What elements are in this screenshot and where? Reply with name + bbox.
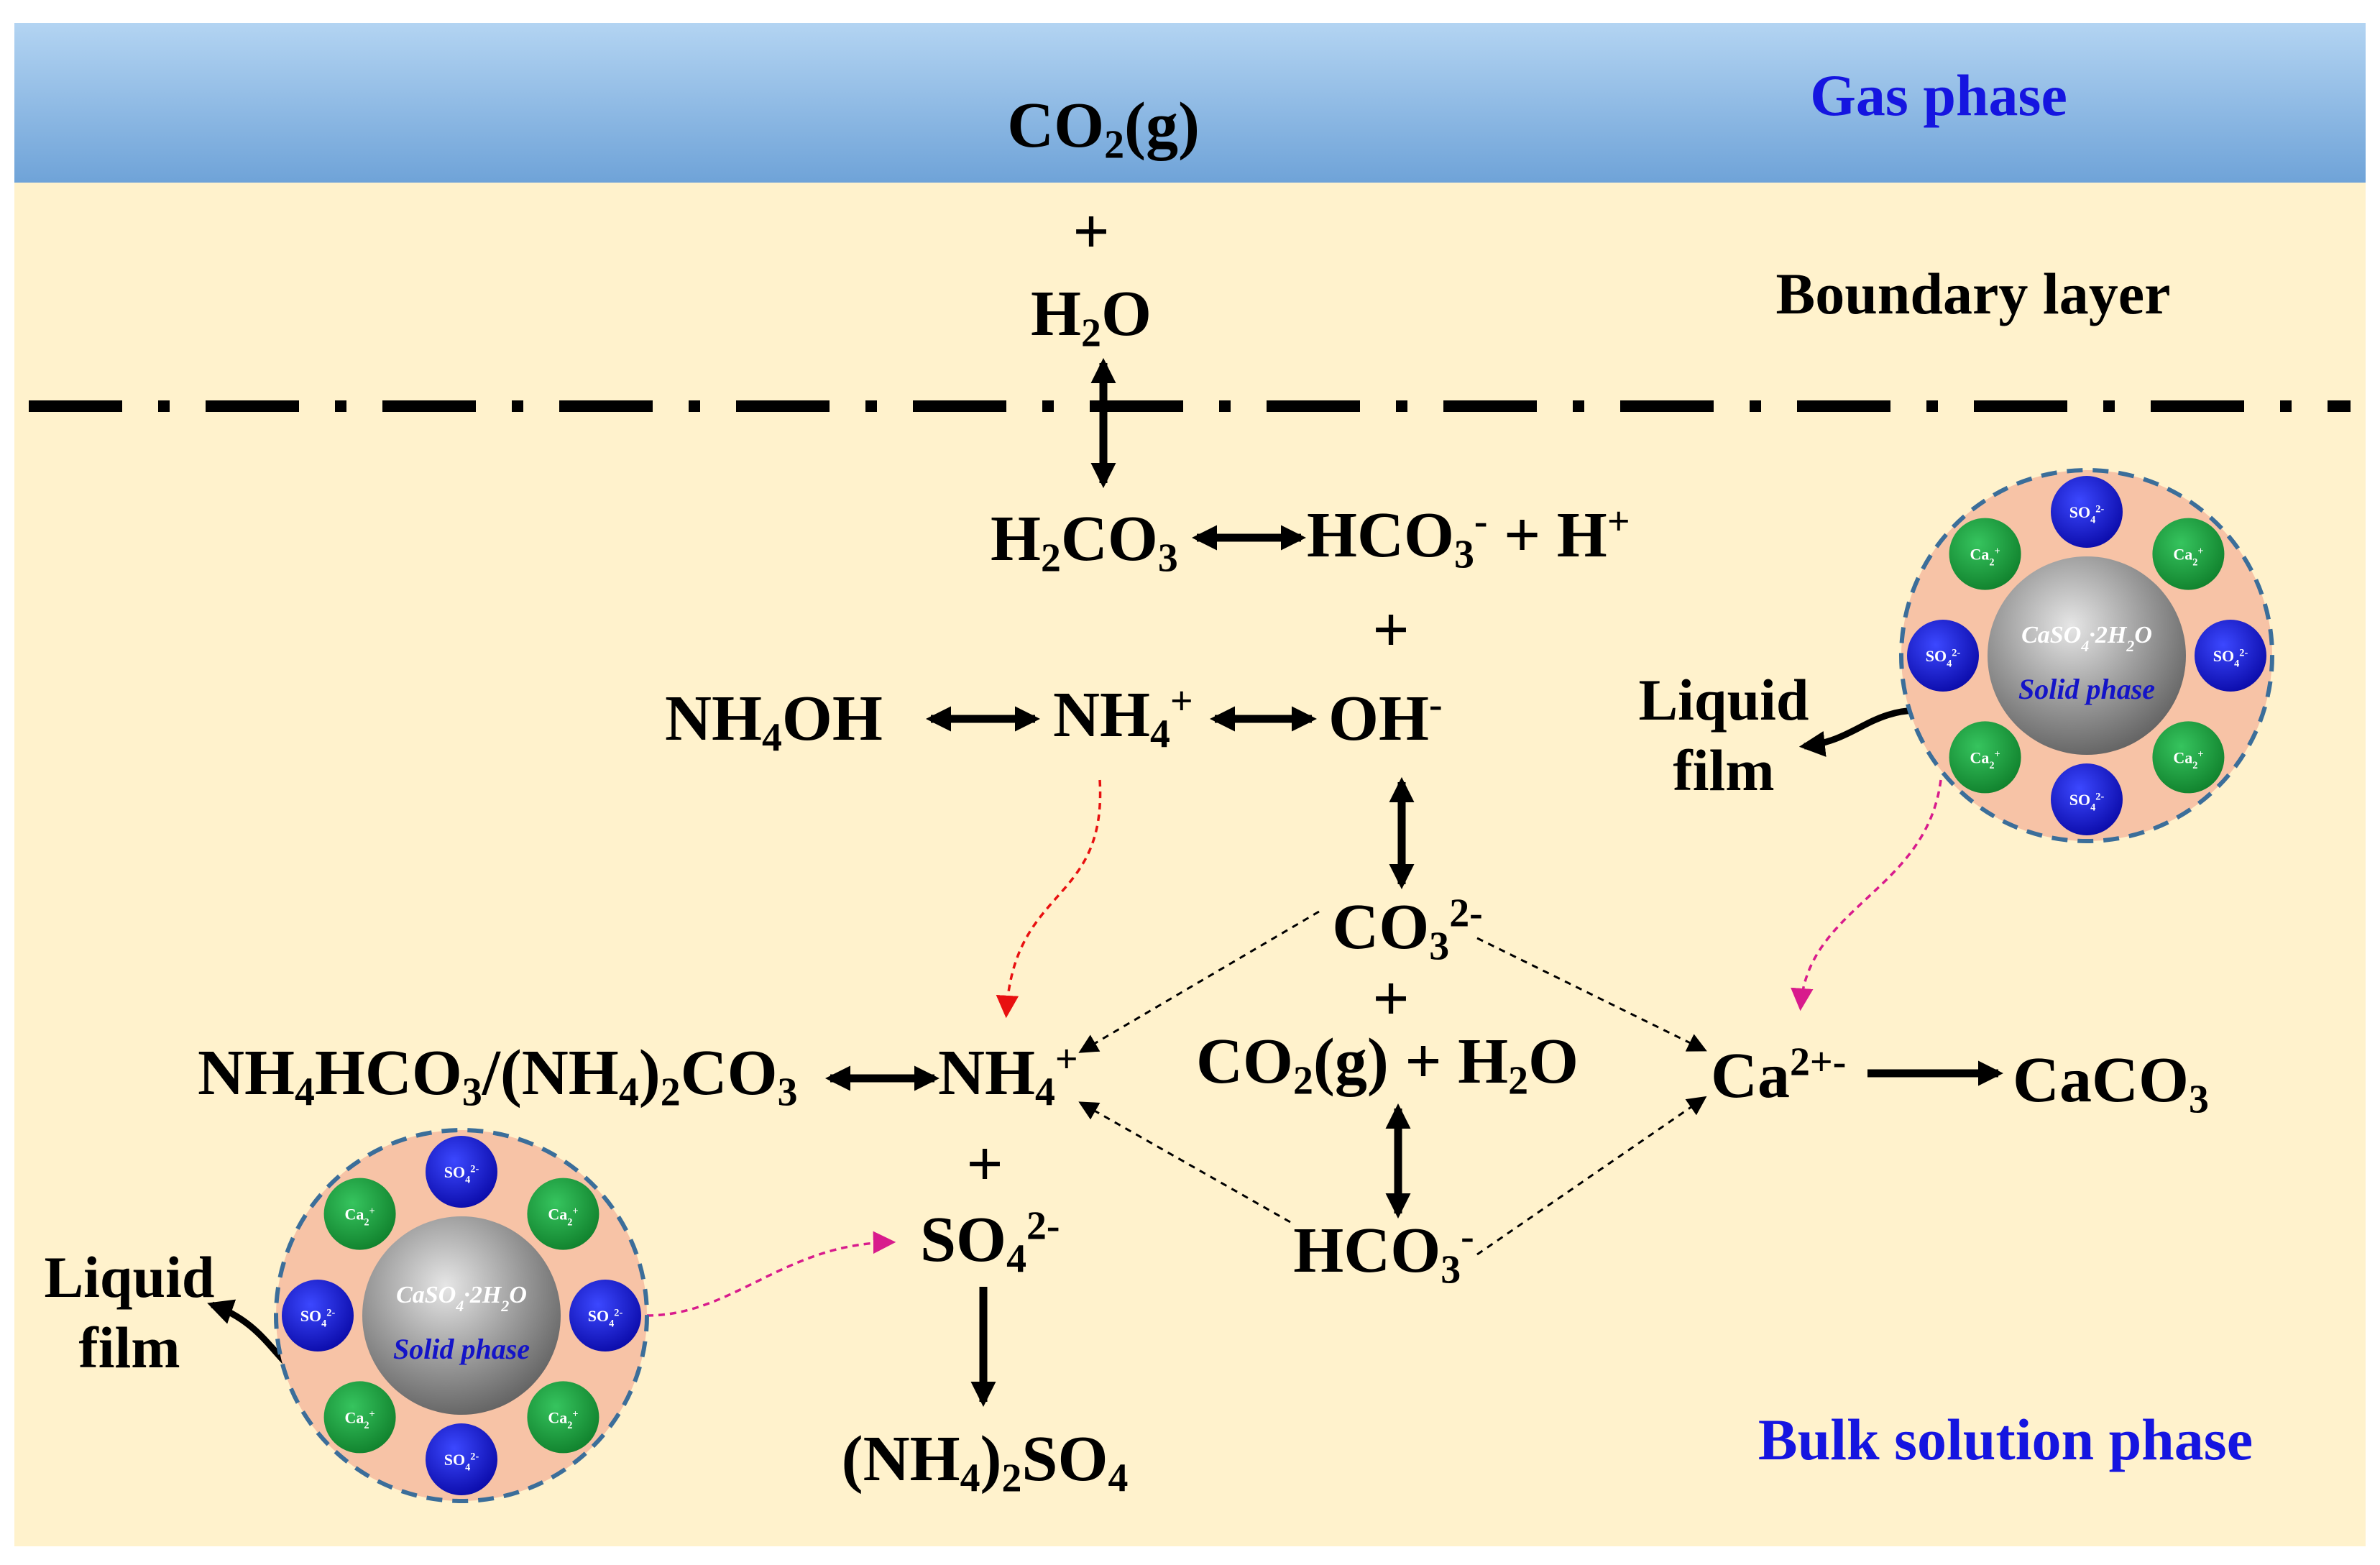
- arrow-hco3-ca: [1476, 1096, 1707, 1256]
- solid-core: [362, 1216, 561, 1415]
- sulfate-ion: SO42-: [426, 1423, 497, 1495]
- solid-core: [1988, 556, 2186, 755]
- ion-label: SO42-: [300, 1307, 336, 1330]
- liquid-film-label-left-line2: film: [78, 1315, 180, 1381]
- species-caco3: CaCO3: [2013, 1045, 2209, 1122]
- core-label: Solid phase: [2018, 673, 2155, 705]
- calcium-ion: Ca2+: [1949, 518, 2021, 590]
- species-h2co3: H2CO3: [991, 503, 1178, 581]
- calcium-ion: Ca2+: [1949, 721, 2021, 794]
- arrow-hco3-nh4: [1078, 1101, 1291, 1224]
- ion-label: Ca2+: [548, 1408, 578, 1431]
- gas-phase-band: [14, 23, 2366, 183]
- ion-label: SO42-: [1926, 647, 1961, 670]
- species-oh: OH-: [1328, 682, 1443, 754]
- calcium-ion: Ca2+: [2152, 518, 2225, 590]
- calcium-ion: Ca2+: [323, 1381, 396, 1454]
- ion-label: SO42-: [2213, 647, 2248, 670]
- liquid-film-label-left: Liquid film: [44, 1242, 214, 1384]
- sulfate-ion: SO42-: [1907, 620, 1979, 692]
- ion-label: SO42-: [2069, 503, 2105, 526]
- calcium-ion-bead: [1949, 721, 2021, 794]
- species-nh4-mid: NH4+: [938, 1037, 1078, 1115]
- calcium-ion: Ca2+: [323, 1178, 396, 1250]
- species-hco3-bottom: HCO3-: [1293, 1214, 1474, 1293]
- plus-so4: +: [966, 1129, 1003, 1200]
- calcium-ion: Ca2+: [527, 1381, 599, 1454]
- calcium-ion: Ca2+: [2152, 721, 2225, 794]
- plus-top: +: [1072, 196, 1110, 267]
- species-nh4-top: NH4+: [1053, 679, 1193, 757]
- plus-co3: +: [1372, 963, 1410, 1034]
- calcium-ion: Ca2+: [527, 1178, 599, 1250]
- calcium-ion-bead: [323, 1178, 396, 1250]
- species-hco3-h: HCO3- + H+: [1307, 499, 1630, 577]
- ion-label: Ca2+: [1970, 546, 2000, 569]
- species-co3: CO32-: [1332, 891, 1483, 969]
- ion-label: Ca2+: [1970, 748, 2000, 771]
- ion-label: Ca2+: [344, 1408, 375, 1431]
- core-formula: CaSO4·2H2O: [2021, 622, 2152, 655]
- arrow-co3-nh4: [1078, 910, 1320, 1053]
- sulfate-ion: SO42-: [569, 1280, 641, 1351]
- sulfate-ion-bead: [1907, 620, 1979, 692]
- sulfate-ion-bead: [426, 1136, 497, 1208]
- core-formula: CaSO4·2H2O: [396, 1282, 527, 1315]
- species-co2g-h2o: CO2(g) + H2O: [1195, 1026, 1579, 1103]
- sulfate-ion: SO42-: [2195, 620, 2266, 692]
- calcium-ion-bead: [2152, 518, 2225, 590]
- calcium-ion-bead: [527, 1381, 599, 1454]
- sulfate-ion-bead: [2195, 620, 2266, 692]
- sulfate-ion-bead: [2051, 476, 2123, 548]
- bulk-phase-label: Bulk solution phase: [1758, 1407, 2253, 1472]
- ion-label: SO42-: [588, 1307, 623, 1330]
- plus-mid: +: [1372, 595, 1410, 666]
- calcium-ion-bead: [2152, 721, 2225, 794]
- ion-label: SO42-: [444, 1451, 479, 1474]
- gas-phase-label: Gas phase: [1810, 63, 2067, 128]
- liquid-film-label-right: Liquid film: [1638, 665, 1809, 807]
- ion-label: Ca2+: [2173, 748, 2203, 771]
- calcium-ion-bead: [1949, 518, 2021, 590]
- species-nh4oh: NH4OH: [665, 683, 883, 761]
- liquid-film-label-right-line2: film: [1673, 738, 1775, 804]
- sulfate-ion: SO42-: [2051, 476, 2123, 548]
- species-nh4-2so4: (NH4)2SO4: [841, 1423, 1129, 1501]
- species-h2o: H2O: [1031, 278, 1152, 356]
- boundary-layer-label: Boundary layer: [1775, 261, 2171, 326]
- species-co2-gas: CO2(g): [1007, 90, 1200, 167]
- sulfate-ion-bead: [282, 1280, 354, 1351]
- species-nh4hco3: NH4HCO3/(NH4)2CO3: [198, 1037, 798, 1115]
- sulfate-ion: SO42-: [2051, 763, 2123, 835]
- species-ca: Ca2+-: [1711, 1039, 1847, 1111]
- calcium-ion-bead: [527, 1178, 599, 1250]
- sulfate-ion-bead: [426, 1423, 497, 1495]
- sulfate-ion: SO42-: [282, 1280, 354, 1351]
- calcium-ion-bead: [323, 1381, 396, 1454]
- ion-label: SO42-: [2069, 791, 2105, 814]
- species-so4: SO42-: [920, 1203, 1060, 1282]
- ion-label: Ca2+: [344, 1206, 375, 1229]
- arrow-particle-so4: [646, 1231, 896, 1317]
- sulfate-ion: SO42-: [426, 1136, 497, 1208]
- liquid-film-label-left-line1: Liquid: [44, 1244, 215, 1310]
- core-label: Solid phase: [393, 1333, 530, 1365]
- ion-label: Ca2+: [548, 1206, 578, 1229]
- liquid-film-label-right-line1: Liquid: [1638, 667, 1809, 733]
- sulfate-ion-bead: [569, 1280, 641, 1351]
- arrow-co3-ca: [1476, 937, 1707, 1052]
- film-pointer-right: [1798, 707, 1927, 757]
- ion-label: SO42-: [444, 1163, 479, 1186]
- arrow-nh4-red: [996, 779, 1102, 1019]
- sulfate-ion-bead: [2051, 763, 2123, 835]
- ion-label: Ca2+: [2173, 546, 2203, 569]
- arrow-particle-ca: [1791, 779, 1942, 1011]
